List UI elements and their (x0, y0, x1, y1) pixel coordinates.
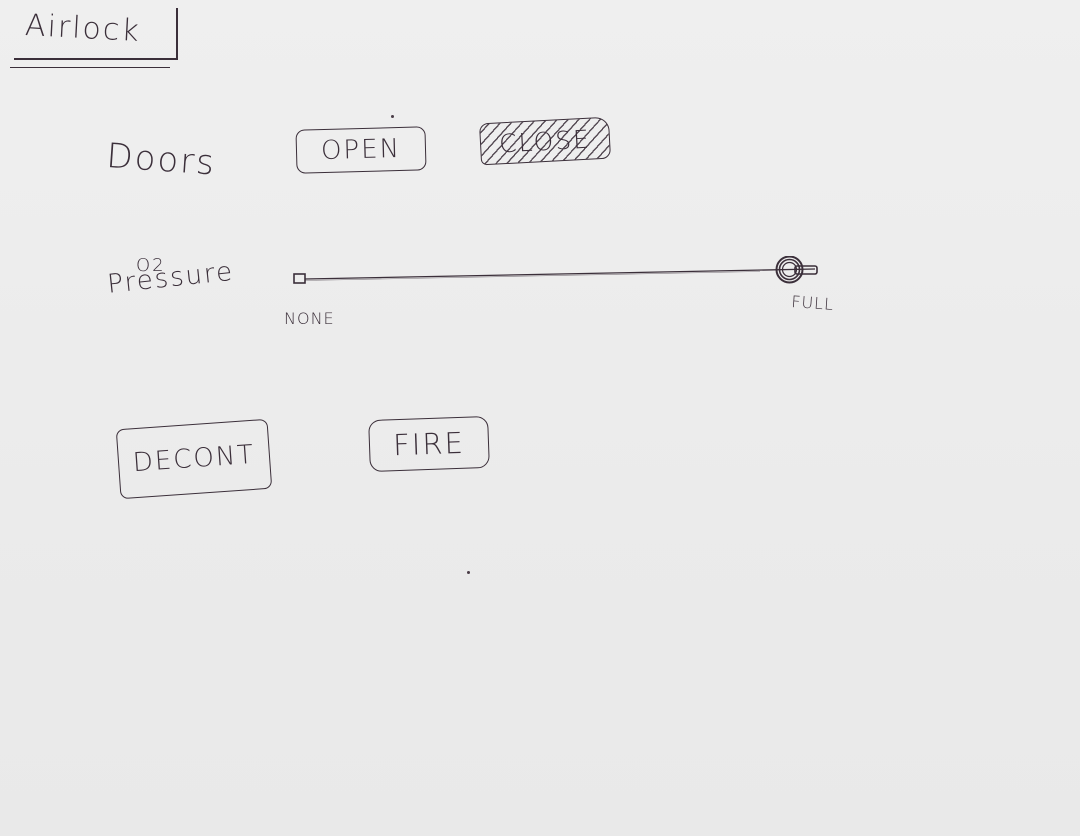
slider-min-label: NONE (284, 309, 335, 328)
slider-max-marker (794, 265, 818, 275)
o2-label: O2 (136, 255, 166, 276)
open-doors-button[interactable]: OPEN (295, 126, 427, 174)
title-box (14, 8, 178, 60)
o2-pressure-slider[interactable] (290, 256, 830, 296)
title-underline (10, 67, 170, 68)
doors-label: Doors (105, 136, 218, 184)
stray-mark (391, 115, 394, 118)
fire-button[interactable]: FIRE (368, 415, 490, 473)
slider-max-label: FULL (790, 292, 835, 314)
slider-track (304, 268, 816, 280)
close-doors-button[interactable]: CLOSE (478, 116, 612, 166)
decont-button[interactable]: DECONT (115, 418, 273, 500)
page-title: Airlock (24, 8, 142, 50)
slider-thumb[interactable] (775, 256, 804, 284)
stray-mark (467, 571, 470, 574)
slider-min-marker (293, 273, 306, 284)
